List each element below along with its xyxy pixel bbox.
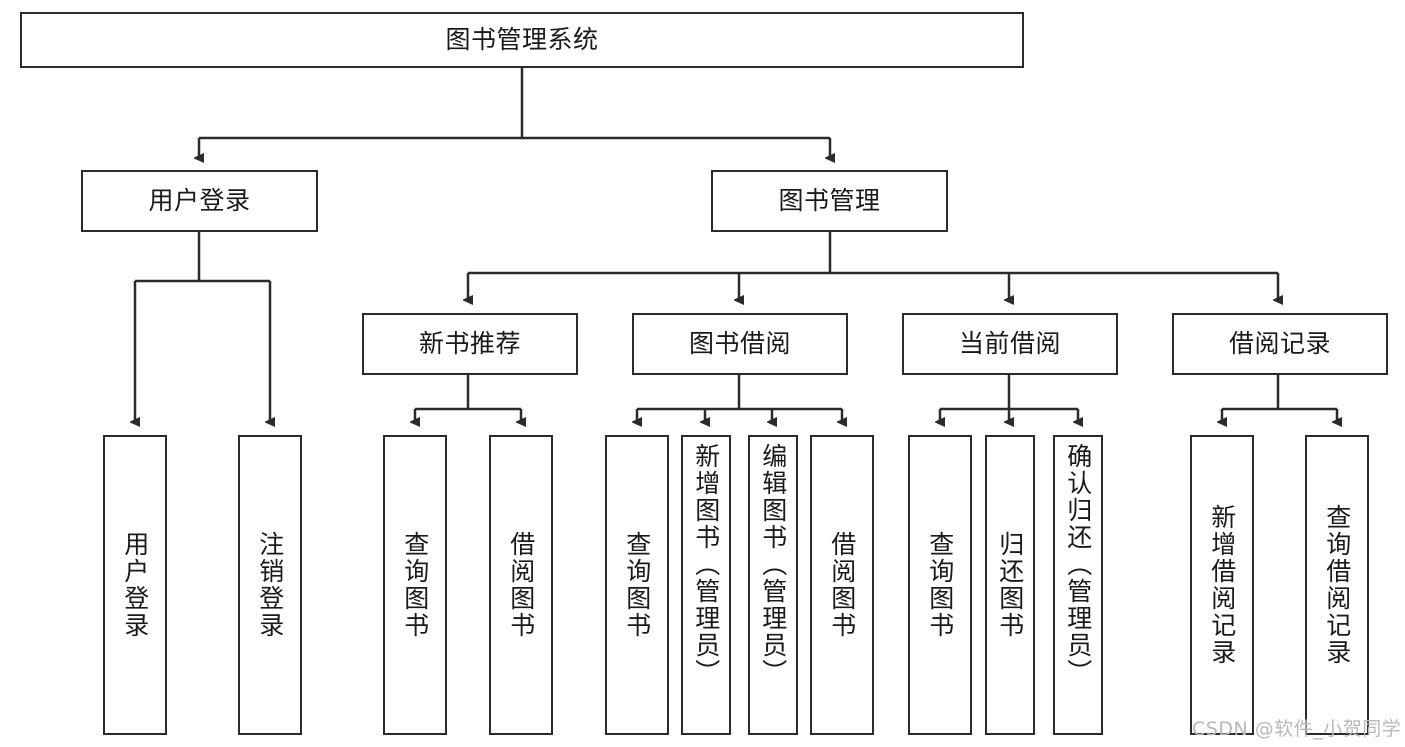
- node-leaf-user-login[interactable]: 用户登录: [103, 435, 167, 735]
- node-leaf-add-record[interactable]: 新增借阅记录: [1190, 435, 1254, 735]
- node-new-book-recommend[interactable]: 新书推荐: [362, 313, 578, 375]
- node-label: 确认归还（管理员）: [1063, 443, 1093, 686]
- node-label: 新书推荐: [418, 329, 521, 359]
- node-label: 借阅记录: [1228, 329, 1331, 359]
- node-root-system[interactable]: 图书管理系统: [20, 12, 1024, 68]
- node-label: 编辑图书（管理员）: [758, 443, 788, 686]
- node-leaf-borrow-book-1[interactable]: 借阅图书: [489, 435, 553, 735]
- node-label: 查询图书: [622, 531, 652, 639]
- node-leaf-add-book[interactable]: 新增图书（管理员）: [681, 435, 731, 735]
- node-label: 借阅图书: [506, 531, 536, 639]
- node-label: 当前借阅: [958, 329, 1061, 359]
- node-book-manage[interactable]: 图书管理: [711, 170, 948, 232]
- node-leaf-return-book[interactable]: 归还图书: [985, 435, 1035, 735]
- node-leaf-confirm-return[interactable]: 确认归还（管理员）: [1053, 435, 1103, 735]
- node-label: 新增借阅记录: [1207, 504, 1237, 666]
- node-leaf-user-logout[interactable]: 注销登录: [238, 435, 302, 735]
- node-label: 图书管理: [778, 186, 881, 216]
- node-leaf-query-record[interactable]: 查询借阅记录: [1305, 435, 1369, 735]
- node-label: 查询图书: [925, 531, 955, 639]
- node-label: 借阅图书: [827, 531, 857, 639]
- watermark-text: CSDN @软件_小贺同学: [1192, 718, 1402, 740]
- node-book-borrow[interactable]: 图书借阅: [632, 313, 848, 375]
- node-leaf-query-book-3[interactable]: 查询图书: [908, 435, 972, 735]
- node-label: 用户登录: [148, 186, 251, 216]
- node-label: 用户登录: [120, 531, 150, 639]
- node-leaf-edit-book[interactable]: 编辑图书（管理员）: [748, 435, 798, 735]
- node-current-borrow[interactable]: 当前借阅: [902, 313, 1118, 375]
- node-leaf-query-book-2[interactable]: 查询图书: [605, 435, 669, 735]
- node-borrow-record[interactable]: 借阅记录: [1172, 313, 1388, 375]
- node-label: 图书借阅: [688, 329, 791, 359]
- node-leaf-query-book-1[interactable]: 查询图书: [383, 435, 447, 735]
- node-label: 注销登录: [255, 531, 285, 639]
- node-leaf-borrow-book-2[interactable]: 借阅图书: [810, 435, 874, 735]
- node-label: 查询借阅记录: [1322, 504, 1352, 666]
- node-label: 新增图书（管理员）: [691, 443, 721, 686]
- node-user-login[interactable]: 用户登录: [81, 170, 318, 232]
- node-label: 图书管理系统: [445, 25, 599, 55]
- node-label: 查询图书: [400, 531, 430, 639]
- node-label: 归还图书: [995, 531, 1025, 639]
